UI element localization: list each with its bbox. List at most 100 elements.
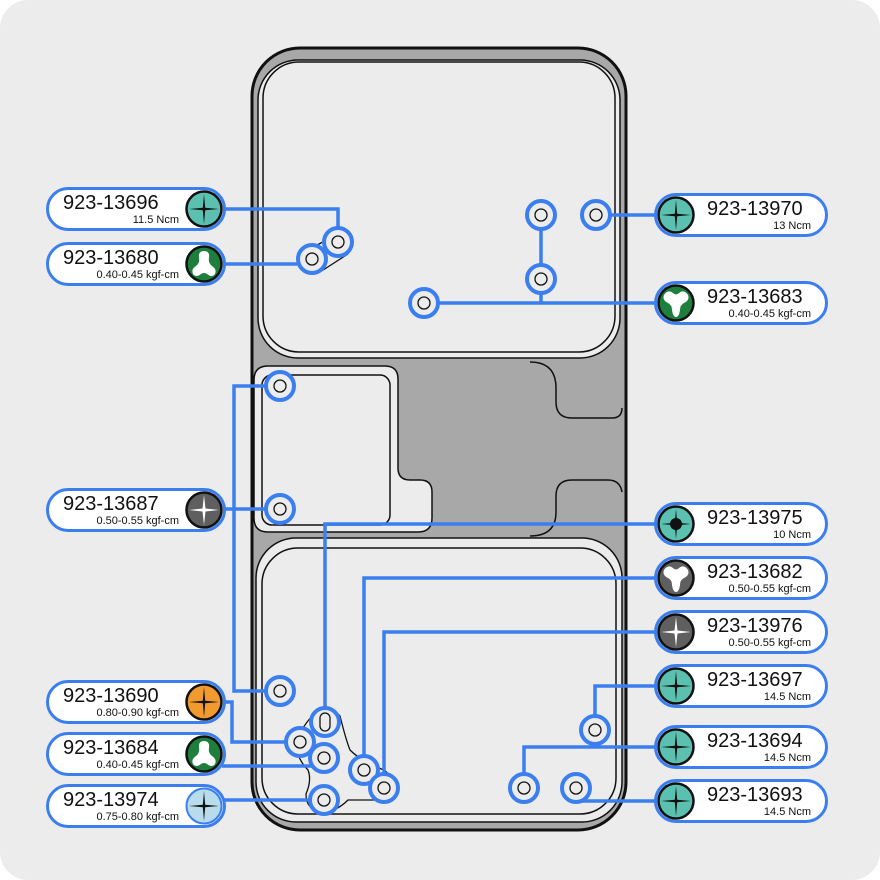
screw-label-923-13683[interactable]: 923-13683 0.40-0.45 kgf-cm <box>654 281 828 325</box>
screw-label-923-13975[interactable]: 923-13975 10 Ncm <box>654 502 828 546</box>
screw-thread <box>317 751 331 765</box>
screw-hole[interactable] <box>264 370 296 402</box>
torque-spec: 14.5 Ncm <box>763 691 811 703</box>
screw-hole[interactable] <box>264 675 296 707</box>
torque-spec: 0.50-0.55 kgf-cm <box>728 637 811 649</box>
cross-recess <box>661 200 691 230</box>
screw-thread <box>317 793 331 807</box>
leader-923-13690 <box>222 700 300 744</box>
cross-recess <box>189 495 219 525</box>
screw-label-923-13696[interactable]: 923-13696 11.5 Ncm <box>46 187 226 231</box>
torque-spec: 10 Ncm <box>773 529 811 541</box>
screw-hole[interactable] <box>322 226 354 258</box>
screw-label-923-13687[interactable]: 923-13687 0.50-0.55 kgf-cm <box>46 488 226 532</box>
part-number: 923-13974 <box>63 789 159 811</box>
screw-slot <box>319 712 331 732</box>
phillips-icon <box>185 787 223 825</box>
screw-hole[interactable] <box>308 742 340 774</box>
part-number: 923-13970 <box>707 198 803 220</box>
screw-thread <box>534 272 548 286</box>
cross-recess <box>661 671 691 701</box>
screw-hole[interactable] <box>560 772 592 804</box>
screw-thread <box>293 735 307 749</box>
cross-recess <box>189 791 219 821</box>
screw-label-923-13974[interactable]: 923-13974 0.75-0.80 kgf-cm <box>46 784 226 828</box>
screw-holes <box>264 199 612 816</box>
torque-spec: 0.40-0.45 kgf-cm <box>96 269 179 281</box>
screw-hole[interactable] <box>508 772 540 804</box>
phillips-icon <box>657 782 695 820</box>
middle-notch-top <box>529 361 623 419</box>
phillips-icon <box>185 683 223 721</box>
middle-notch-bottom <box>529 479 623 537</box>
screw-hole[interactable] <box>264 493 296 525</box>
screw-thread <box>331 235 345 249</box>
screw-thread <box>588 723 602 737</box>
part-number: 923-13682 <box>707 561 803 583</box>
screw-hole[interactable] <box>525 199 557 231</box>
leader-923-13687-top <box>232 384 280 693</box>
part-number: 923-13697 <box>707 669 803 691</box>
cross-recess <box>189 194 219 224</box>
screw-label-923-13694[interactable]: 923-13694 14.5 Ncm <box>654 725 828 769</box>
tri-wing-icon <box>185 735 223 773</box>
screw-thread <box>305 252 319 266</box>
screw-thread <box>273 502 287 516</box>
torque-spec: 14.5 Ncm <box>763 806 811 818</box>
screw-label-923-13976[interactable]: 923-13976 0.50-0.55 kgf-cm <box>654 610 828 654</box>
part-number: 923-13693 <box>707 784 803 806</box>
torque-spec: 11.5 Ncm <box>132 214 179 226</box>
part-number: 923-13687 <box>63 493 159 515</box>
phillips-icon <box>185 491 223 529</box>
torque-spec: 0.50-0.55 kgf-cm <box>728 583 811 595</box>
screw-thread <box>589 208 603 222</box>
screw-label-923-13690[interactable]: 923-13690 0.80-0.90 kgf-cm <box>46 680 226 724</box>
center-dot <box>670 518 682 530</box>
tri-wing-icon <box>185 245 223 283</box>
part-number: 923-13694 <box>707 730 803 752</box>
screw-hole[interactable] <box>309 706 341 738</box>
screw-thread <box>273 684 287 698</box>
screw-hole[interactable] <box>580 199 612 231</box>
torque-spec: 0.40-0.45 kgf-cm <box>728 308 811 320</box>
screw-hole[interactable] <box>579 714 611 746</box>
y-type-icon <box>657 559 695 597</box>
screw-label-923-13693[interactable]: 923-13693 14.5 Ncm <box>654 779 828 823</box>
screw-label-923-13682[interactable]: 923-13682 0.50-0.55 kgf-cm <box>654 556 828 600</box>
phillips-icon <box>657 667 695 705</box>
phillips-icon <box>657 613 695 651</box>
y-type-icon <box>657 284 695 322</box>
screw-hole[interactable] <box>525 263 557 295</box>
phillips-center-icon <box>657 505 695 543</box>
triwing-recess <box>192 251 216 276</box>
screw-hole[interactable] <box>368 772 400 804</box>
torque-spec: 0.80-0.90 kgf-cm <box>96 707 179 719</box>
part-number: 923-13683 <box>707 286 803 308</box>
screw-hole[interactable] <box>408 287 440 319</box>
screw-hole[interactable] <box>284 726 316 758</box>
part-number: 923-13696 <box>63 192 159 214</box>
screw-label-923-13697[interactable]: 923-13697 14.5 Ncm <box>654 664 828 708</box>
torque-spec: 14.5 Ncm <box>763 752 811 764</box>
phillips-icon <box>185 190 223 228</box>
screw-thread <box>377 781 391 795</box>
phillips-icon <box>657 728 695 766</box>
screw-thread <box>534 208 548 222</box>
cross-recess <box>189 687 219 717</box>
screw-thread <box>273 379 287 393</box>
screw-thread <box>417 296 431 310</box>
torque-spec: 0.50-0.55 kgf-cm <box>96 515 179 527</box>
part-number: 923-13680 <box>63 247 159 269</box>
screw-hole[interactable] <box>348 754 380 786</box>
cross-recess <box>661 786 691 816</box>
screw-hole[interactable] <box>308 784 340 816</box>
screw-thread <box>357 763 371 777</box>
screw-label-923-13680[interactable]: 923-13680 0.40-0.45 kgf-cm <box>46 242 226 286</box>
screw-hole[interactable] <box>296 243 328 275</box>
ytype-recess <box>663 291 689 317</box>
screw-label-923-13970[interactable]: 923-13970 13 Ncm <box>654 193 828 237</box>
screw-label-923-13684[interactable]: 923-13684 0.40-0.45 kgf-cm <box>46 732 226 776</box>
ytype-recess <box>663 566 689 592</box>
leader-923-13976 <box>382 630 656 788</box>
